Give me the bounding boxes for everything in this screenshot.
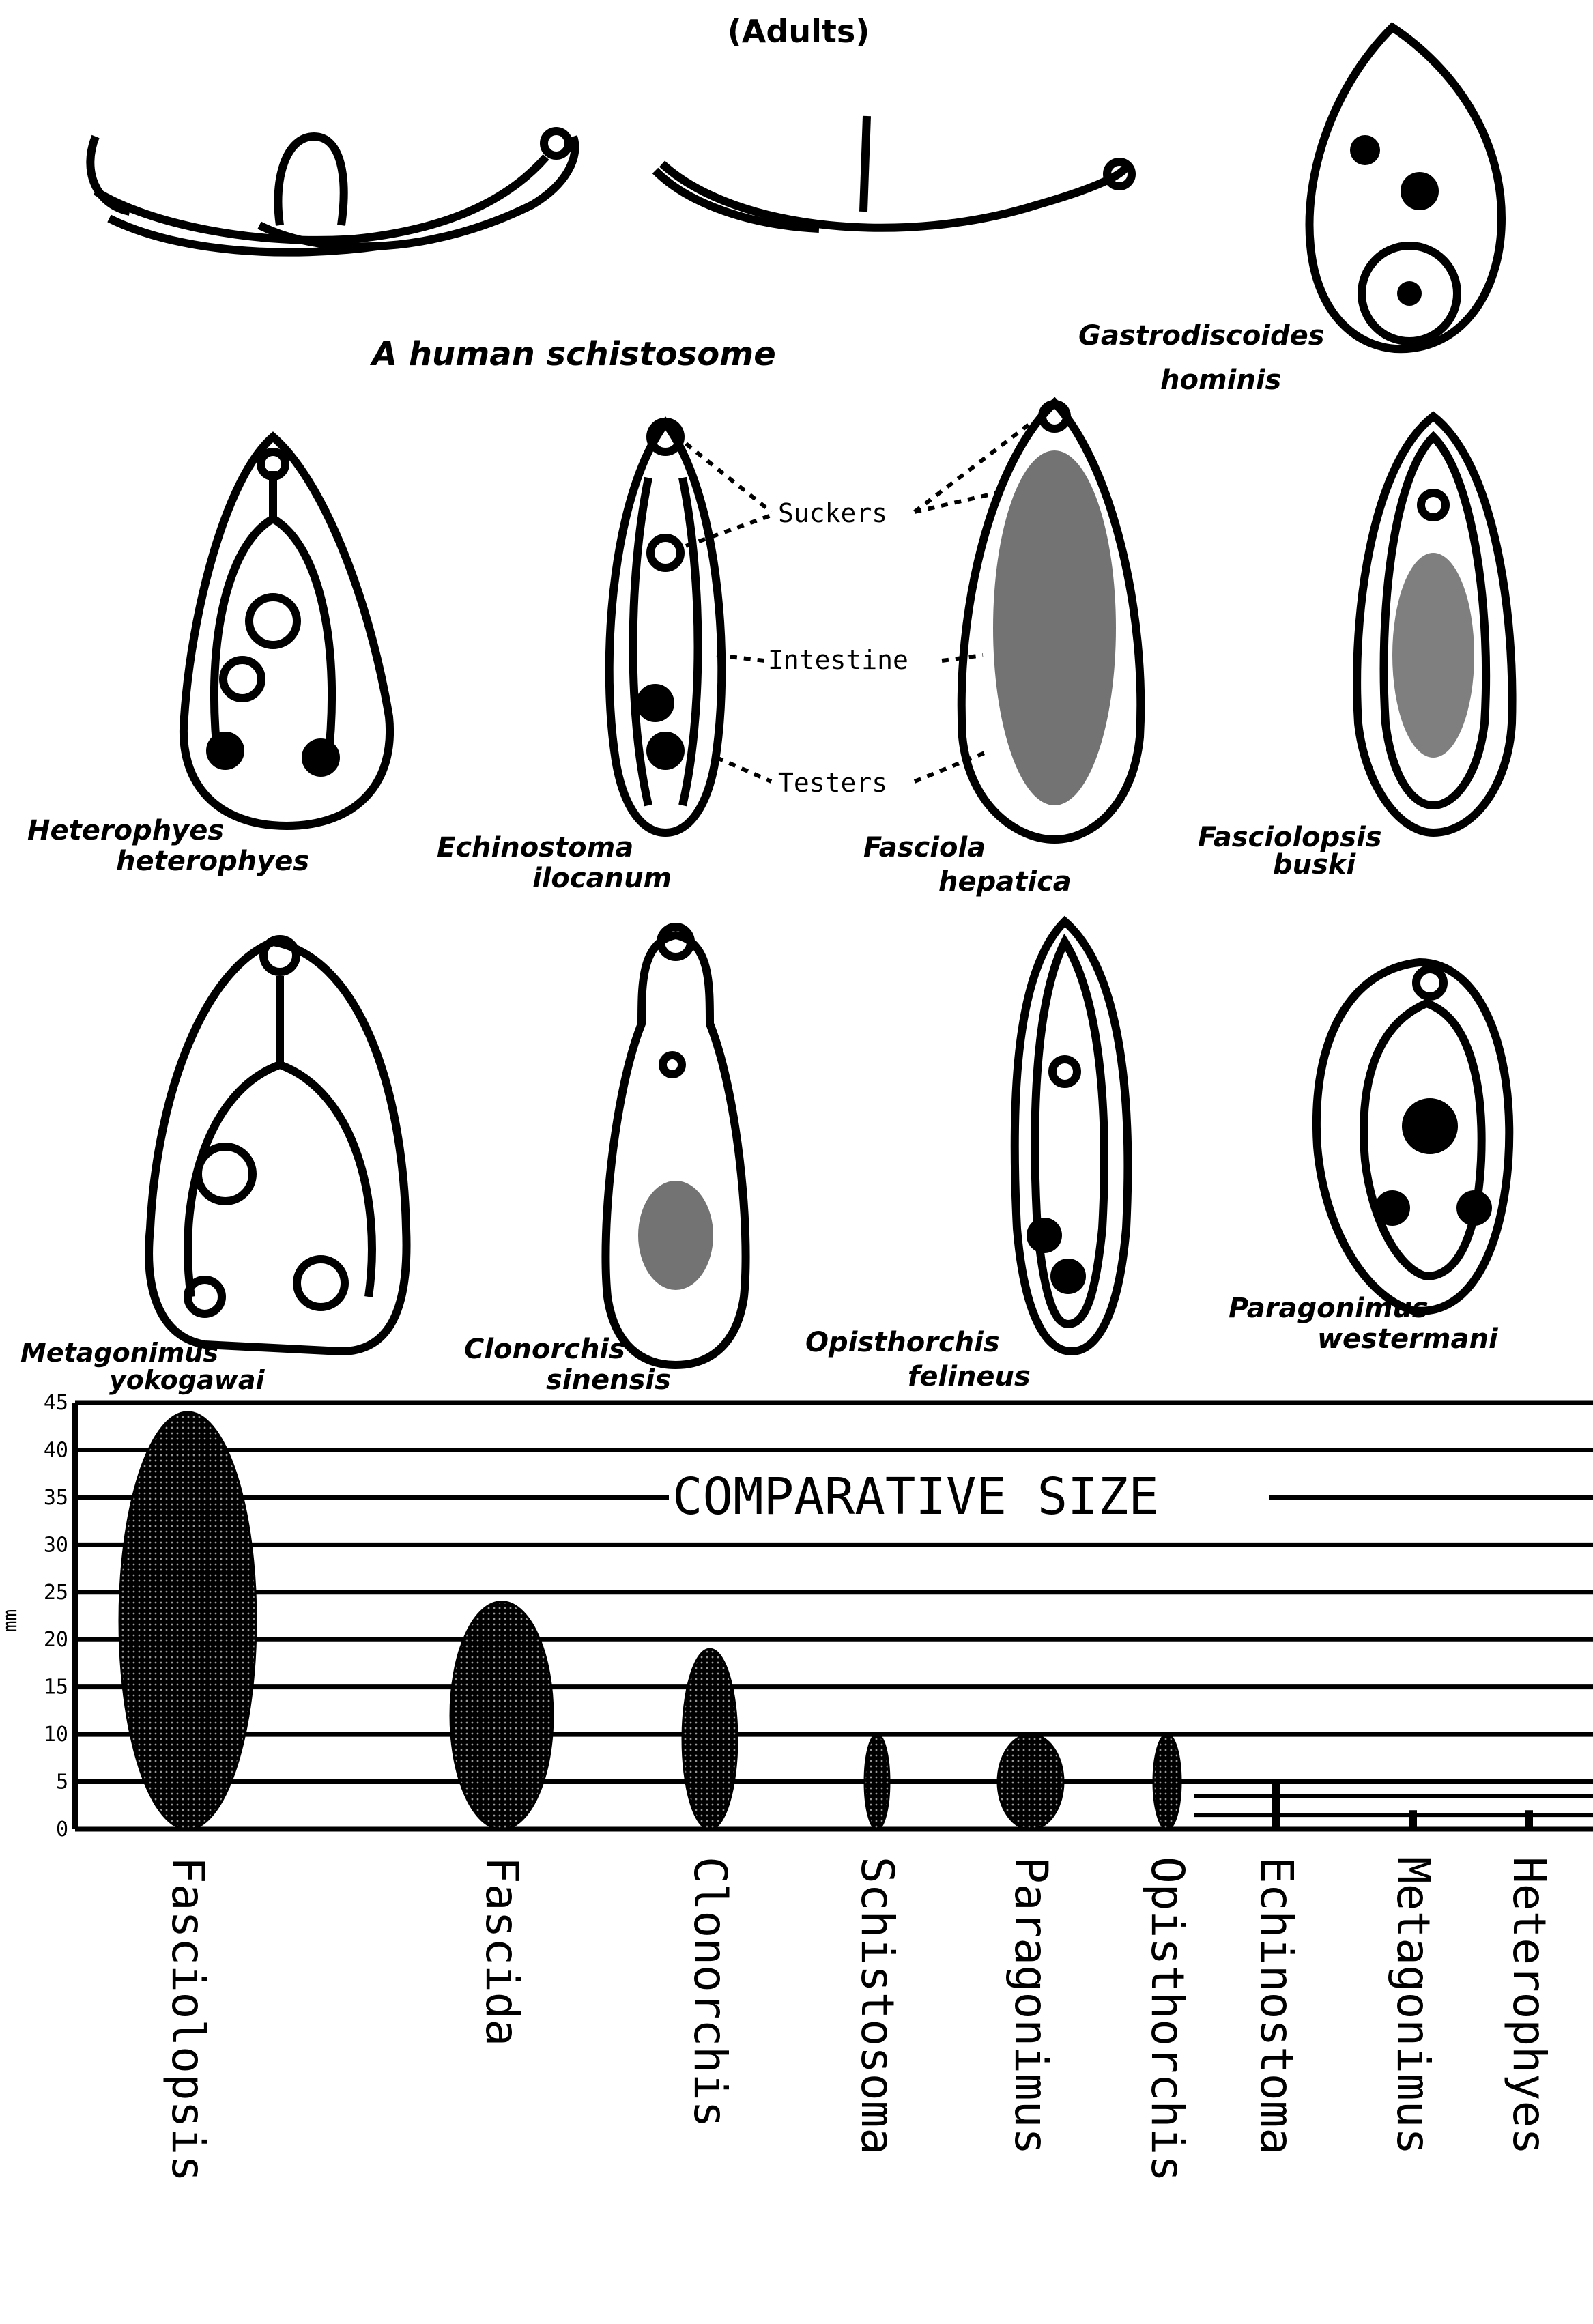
x-category-label: Fascida [476,1856,528,2046]
label-heterophyes-2: heterophyes [116,846,309,877]
label-fasciola-2: hepatica [938,866,1072,898]
chart-y-axis-label: mm [0,1609,21,1633]
y-tick-label: 45 [44,1391,68,1415]
size-mark-fascida [450,1602,553,1829]
chart-y-axis-ticks: 0 5 10 15 20 25 30 35 40 45 [44,1391,68,1841]
x-category-label: Opisthorchis [1141,1856,1194,2182]
chart-x-axis-labels: Fasciolopsis Fascida Clonorchis Schistosoma… [162,1856,1555,2182]
y-tick-label: 25 [44,1581,68,1605]
chart-gridlines [75,1403,1593,1829]
label-metagonimus-1: Metagonimus [20,1338,218,1368]
size-mark-paragonimus [998,1734,1063,1829]
y-tick-label: 15 [44,1676,68,1699]
annotation-intestine: Intestine [768,645,908,675]
gastrodiscoides-drawing [1310,27,1502,349]
size-mark-clonorchis [683,1649,737,1829]
label-heterophyes-1: Heterophyes [27,815,224,846]
label-gastrodiscoides-1: Gastrodiscoides [1078,320,1325,352]
figure-title: (Adults) [728,13,870,50]
size-mark-schistosoma [865,1734,889,1829]
fasciolopsis-drawing [1357,416,1512,833]
y-tick-label: 30 [44,1533,68,1557]
size-mark-fasciolopsis [119,1412,256,1829]
y-tick-label: 40 [44,1438,68,1462]
comparative-size-chart: 0 5 10 15 20 25 30 35 40 45 mm COMPARATIVE SIZE F… [0,1391,1593,2182]
schistosome-pair-drawing [90,131,575,253]
annotation-testes: Testers [778,768,887,798]
heterophyes-drawing [184,437,390,826]
label-echinostoma-2: ilocanum [532,863,672,894]
label-metagonimus-2: yokogawai [109,1365,265,1395]
x-category-label: Echinostoma [1250,1856,1303,2155]
y-tick-label: 35 [44,1486,68,1510]
x-category-label: Schistosoma [851,1856,904,2155]
label-paragonimus-1: Paragonimus [1229,1293,1429,1324]
chart-title: COMPARATIVE SIZE [672,1467,1159,1526]
clonorchis-drawing [605,927,745,1365]
label-schistosome: A human schistosome [369,335,776,373]
x-category-label: Paragonimus [1005,1856,1057,2155]
x-category-label: Clonorchis [684,1856,736,2127]
paragonimus-drawing [1317,962,1509,1311]
label-fasciola-1: Fasciola [863,832,986,863]
label-clonorchis-1: Clonorchis [464,1334,625,1365]
size-mark-opisthorchis [1153,1734,1181,1829]
annotation-leaders [686,423,1031,781]
fasciola-drawing [962,403,1141,840]
label-fasciolopsis-2: buski [1273,849,1357,880]
x-category-label: Fasciolopsis [162,1856,214,2182]
opisthorchis-drawing [1015,921,1128,1351]
schistosome-male-drawing [655,116,1132,229]
label-gastrodiscoides-2: hominis [1160,364,1281,396]
label-echinostoma-1: Echinostoma [437,832,633,863]
x-category-label: Heterophyes [1503,1856,1555,2155]
y-tick-label: 0 [56,1818,68,1841]
annotation-suckers: Suckers [778,498,887,528]
y-tick-label: 5 [56,1770,68,1794]
label-opisthorchis-1: Opisthorchis [805,1327,1000,1358]
label-clonorchis-2: sinensis [546,1364,671,1396]
echinostoma-drawing [609,422,722,833]
chart-title-group: COMPARATIVE SIZE [669,1467,1269,1526]
x-category-label: Metagonimus [1387,1856,1439,2155]
y-tick-label: 10 [44,1723,68,1747]
metagonimus-drawing [149,939,406,1351]
label-opisthorchis-2: felineus [908,1361,1031,1392]
label-paragonimus-2: westermani [1317,1323,1499,1355]
y-tick-label: 20 [44,1628,68,1652]
